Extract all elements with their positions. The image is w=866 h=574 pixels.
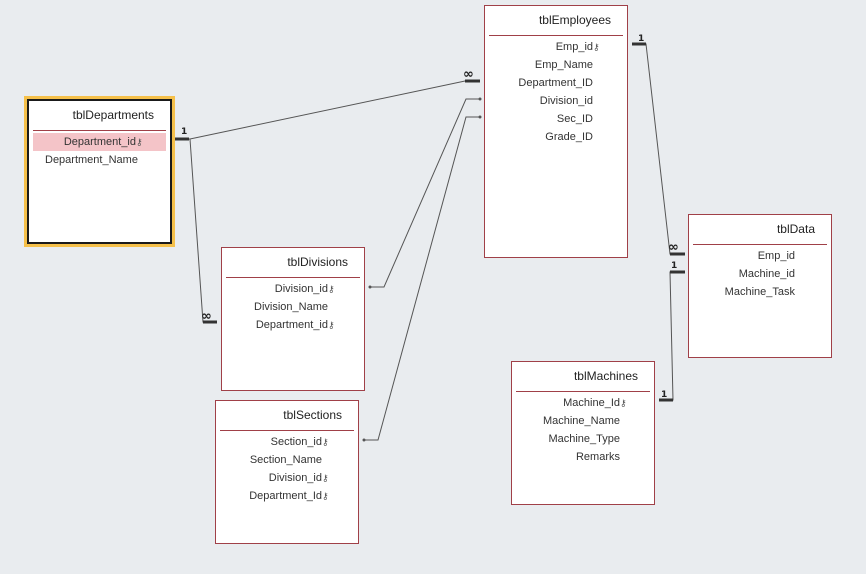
- table-title: tblEmployees: [489, 6, 623, 36]
- field-machine-task[interactable]: Machine_Task: [689, 283, 803, 301]
- cardinality-employees-many: ∞: [463, 67, 474, 82]
- table-employees[interactable]: tblEmployees Emp_id⚷ Emp_Name Department…: [484, 5, 628, 258]
- cardinality-employees-one: 1: [638, 34, 644, 44]
- relationship-departments-divisions[interactable]: [189, 138, 217, 323]
- cardinality-machines-one: 1: [661, 390, 667, 400]
- field-machine-type[interactable]: Machine_Type: [512, 430, 628, 448]
- cardinality-departments-one: 1: [181, 127, 187, 137]
- field-label: Division_id: [274, 283, 328, 295]
- field-emp-id[interactable]: Emp_id⚷: [485, 38, 601, 56]
- field-machine-id[interactable]: Machine_id: [689, 265, 803, 283]
- field-label: Emp_id: [555, 41, 593, 53]
- field-department-id[interactable]: Department_Id⚷: [216, 487, 330, 505]
- field-label: Department_id: [63, 136, 136, 148]
- table-title: tblDepartments: [33, 101, 166, 131]
- field-label: Machine_Task: [724, 286, 795, 298]
- field-label: Section_id: [270, 436, 322, 448]
- table-data[interactable]: tblData Emp_id Machine_id Machine_Task: [688, 214, 832, 358]
- field-label: Emp_id: [757, 250, 795, 262]
- join-end-sections-dot: [362, 438, 366, 442]
- field-sec-id[interactable]: Sec_ID: [485, 110, 601, 128]
- field-section-id[interactable]: Section_id⚷: [216, 433, 330, 451]
- relationship-machines-data[interactable]: [659, 271, 685, 401]
- table-machines[interactable]: tblMachines Machine_Id⚷ Machine_Name Mac…: [511, 361, 655, 505]
- field-emp-name[interactable]: Emp_Name: [485, 56, 601, 74]
- relationship-employees-data[interactable]: [632, 43, 685, 255]
- table-title: tblData: [693, 215, 827, 245]
- field-section-name[interactable]: Section_Name: [216, 451, 330, 469]
- field-label: Department_ID: [518, 77, 593, 89]
- field-emp-id[interactable]: Emp_id: [689, 247, 803, 265]
- field-label: Division_Name: [254, 301, 328, 313]
- field-division-id[interactable]: Division_id⚷: [222, 280, 336, 298]
- field-department-id[interactable]: Department_id⚷: [33, 133, 166, 151]
- field-label: Emp_Name: [534, 59, 593, 71]
- field-label: Section_Name: [249, 454, 322, 466]
- field-label: Machine_id: [738, 268, 795, 280]
- field-label: Machine_Name: [542, 415, 620, 427]
- field-machine-name[interactable]: Machine_Name: [512, 412, 628, 430]
- field-label: Division_id: [268, 472, 322, 484]
- field-machine-id[interactable]: Machine_Id⚷: [512, 394, 628, 412]
- field-label: Remarks: [575, 451, 620, 463]
- key-icon: ⚷: [322, 491, 329, 501]
- table-departments[interactable]: tblDepartments Department_id⚷ Department…: [27, 99, 172, 244]
- field-label: Department_Name: [45, 154, 138, 166]
- table-title: tblSections: [220, 401, 354, 431]
- field-label: Machine_Id: [563, 397, 620, 409]
- key-icon: ⚷: [328, 284, 335, 294]
- key-icon: ⚷: [593, 42, 600, 52]
- cardinality-data-one: 1: [671, 261, 677, 271]
- field-department-name[interactable]: Department_Name: [29, 151, 170, 169]
- field-label: Department_id: [255, 319, 328, 331]
- cardinality-data-many: ∞: [668, 240, 679, 255]
- table-divisions[interactable]: tblDivisions Division_id⚷ Division_Name …: [221, 247, 365, 391]
- field-department-id[interactable]: Department_id⚷: [222, 316, 336, 334]
- field-grade-id[interactable]: Grade_ID: [485, 128, 601, 146]
- key-icon: ⚷: [136, 137, 143, 147]
- field-remarks[interactable]: Remarks: [512, 448, 628, 466]
- join-end-divisions-dot: [368, 285, 372, 289]
- field-label: Department_Id: [249, 490, 322, 502]
- field-label: Sec_ID: [556, 113, 593, 125]
- field-department-id[interactable]: Department_ID: [485, 74, 601, 92]
- key-icon: ⚷: [322, 473, 329, 483]
- field-label: Division_id: [539, 95, 593, 107]
- field-label: Machine_Type: [548, 433, 620, 445]
- table-title: tblDivisions: [226, 248, 360, 278]
- cardinality-divisions-many: ∞: [201, 309, 212, 324]
- relationship-divisions-employees[interactable]: [370, 98, 480, 288]
- relationship-sections-employees[interactable]: [364, 116, 480, 441]
- join-end-employees-dot-1: [478, 97, 482, 101]
- field-label: Grade_ID: [545, 131, 593, 143]
- key-icon: ⚷: [620, 398, 627, 408]
- table-sections[interactable]: tblSections Section_id⚷ Section_Name Div…: [215, 400, 359, 544]
- field-division-id[interactable]: Division_id: [485, 92, 601, 110]
- field-division-id[interactable]: Division_id⚷: [216, 469, 330, 487]
- field-division-name[interactable]: Division_Name: [222, 298, 336, 316]
- relationship-departments-employees[interactable]: [175, 80, 480, 140]
- key-icon: ⚷: [322, 437, 329, 447]
- table-title: tblMachines: [516, 362, 650, 392]
- join-end-employees-dot-2: [478, 115, 482, 119]
- key-icon: ⚷: [328, 320, 335, 330]
